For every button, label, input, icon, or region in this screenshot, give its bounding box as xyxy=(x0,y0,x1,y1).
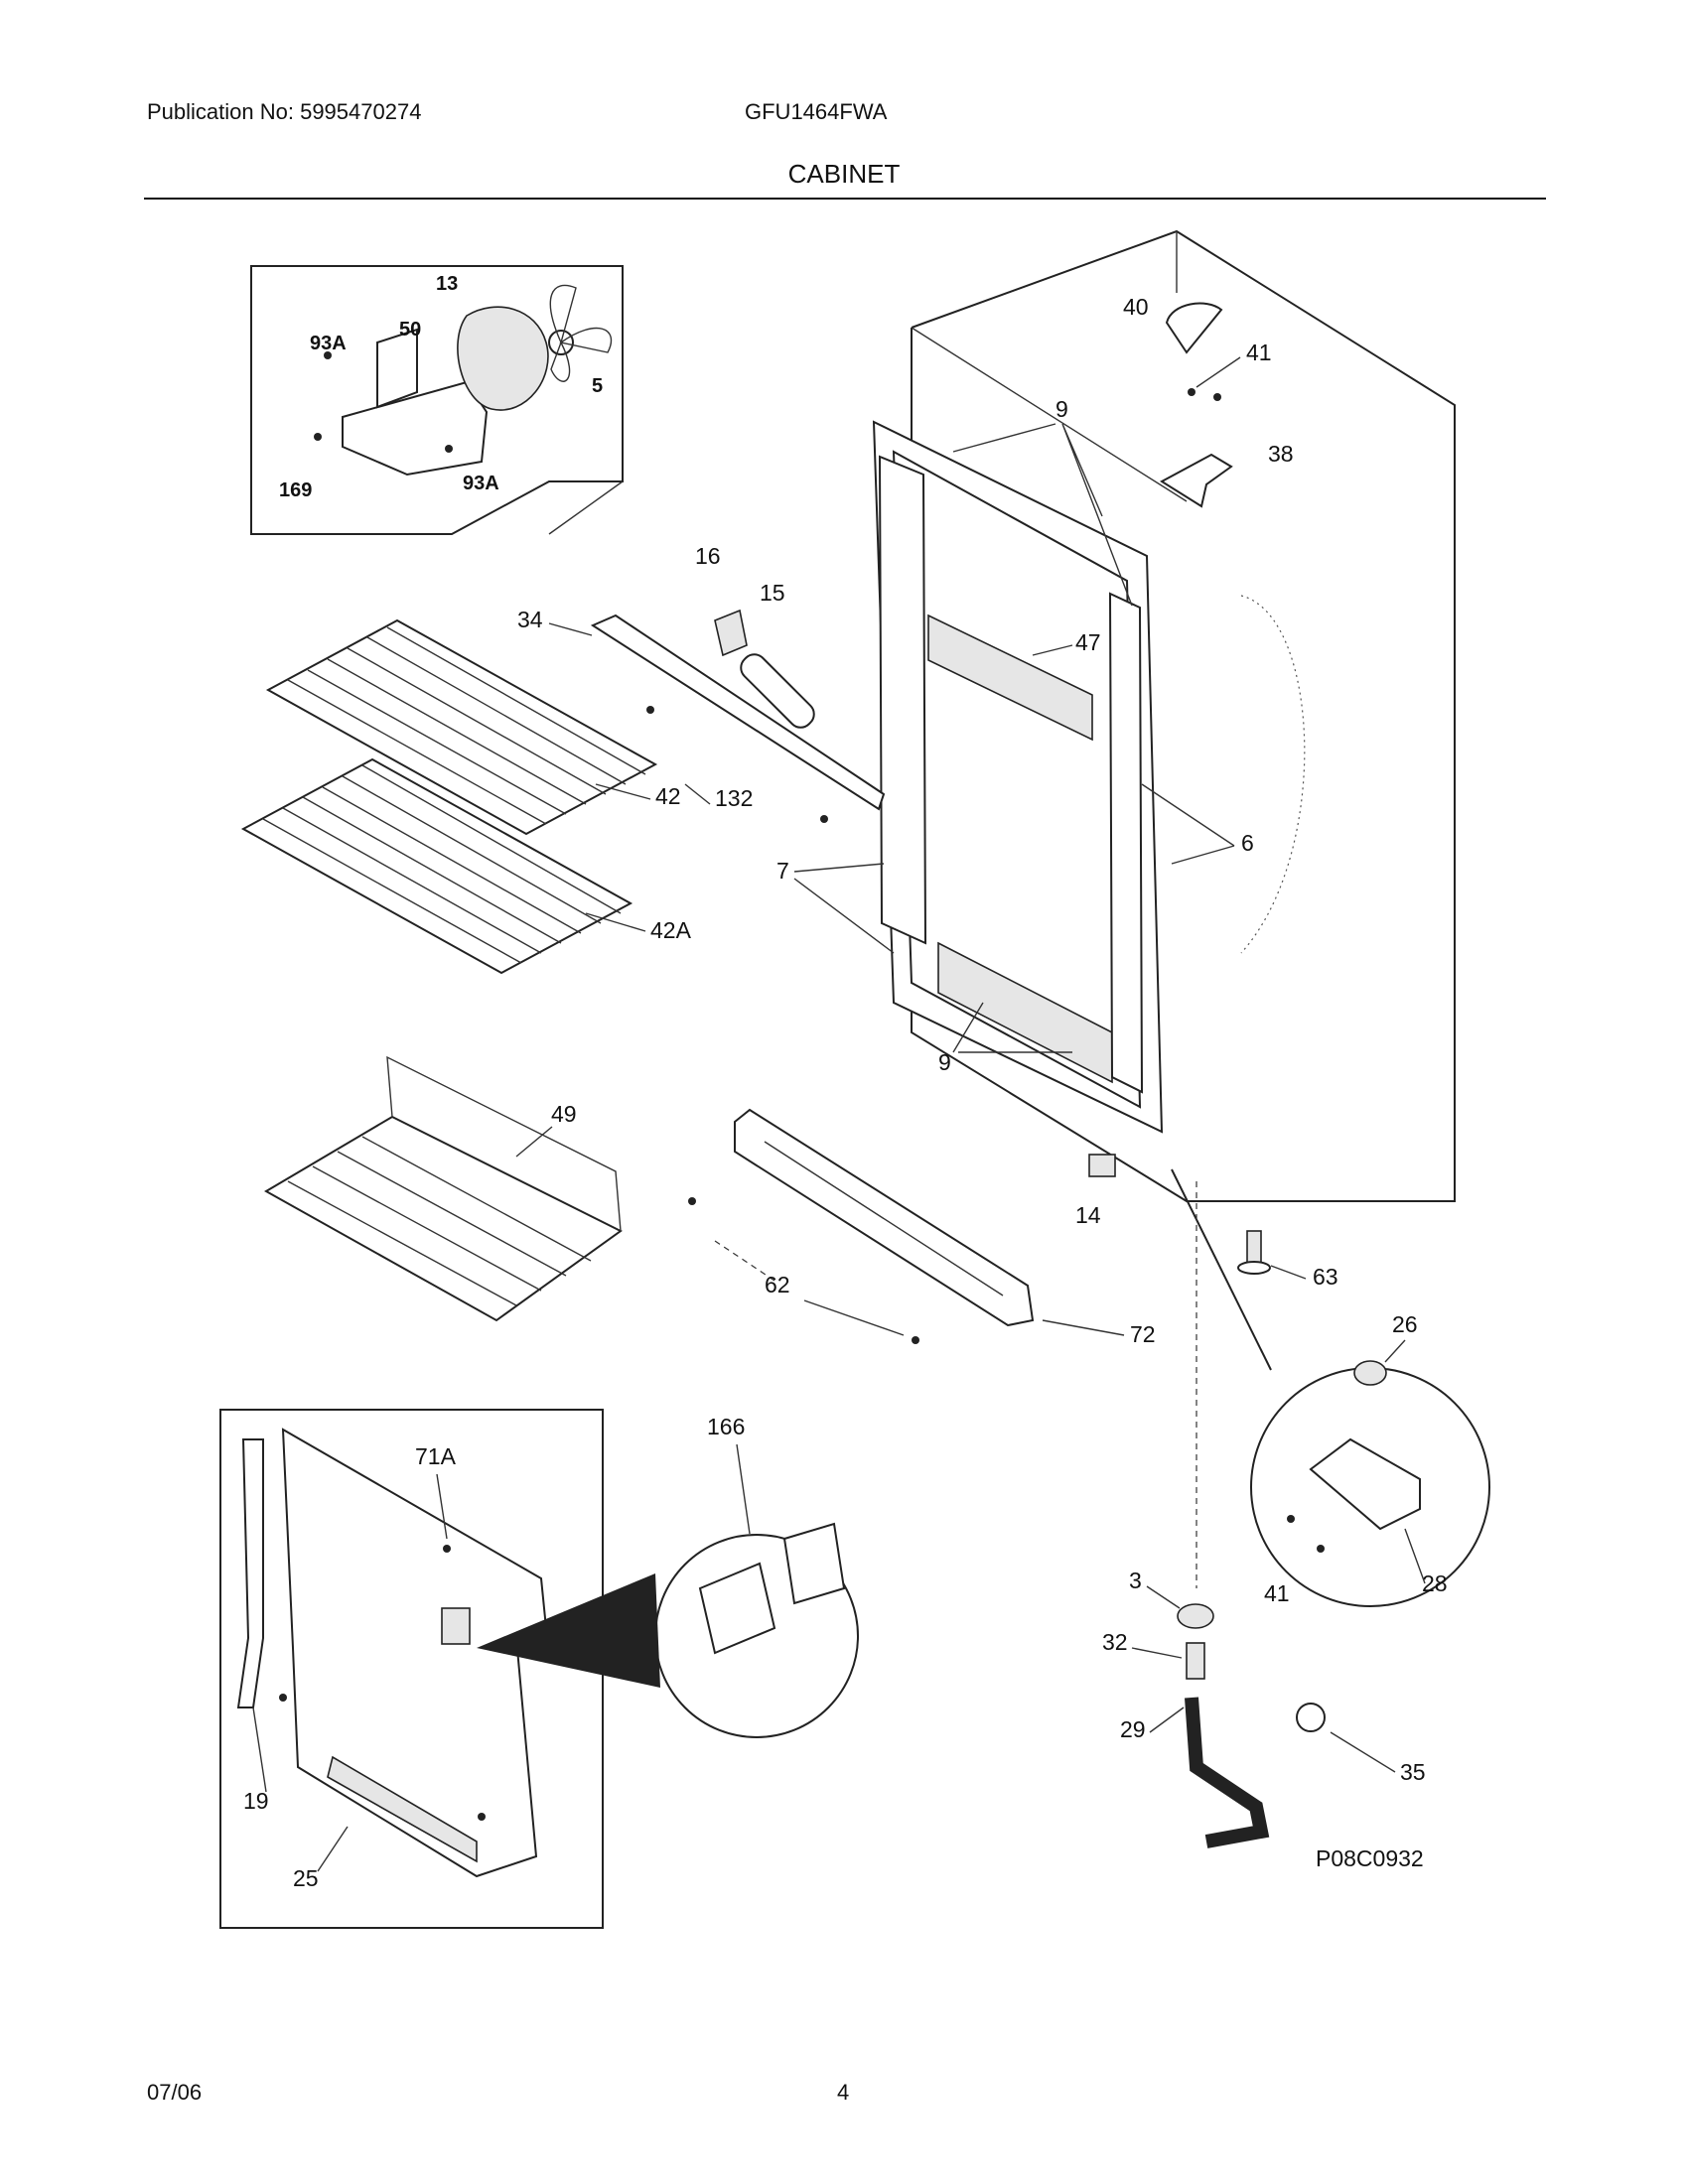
callout-26: 26 xyxy=(1392,1311,1418,1337)
screw-icon xyxy=(1188,388,1196,396)
callout-166: 166 xyxy=(707,1414,745,1439)
callout-93a-bottom: 93A xyxy=(463,473,499,494)
cabinet-body xyxy=(872,229,1456,1202)
screw-icon xyxy=(445,445,453,453)
screw-icon xyxy=(1317,1545,1325,1553)
callout-14: 14 xyxy=(1075,1202,1101,1228)
callout-41-top: 41 xyxy=(1246,340,1272,365)
section-title: CABINET xyxy=(787,159,901,189)
tube-clip-35: 35 xyxy=(1296,1703,1426,1785)
screw-icon xyxy=(688,1197,696,1205)
callout-7: 7 xyxy=(776,858,789,884)
screw-icon xyxy=(478,1813,486,1821)
callout-62: 62 xyxy=(765,1272,790,1297)
callout-132: 132 xyxy=(715,785,753,811)
callout-13: 13 xyxy=(436,273,458,295)
thermostat-bracket: 16 15 34 132 xyxy=(517,543,886,823)
footer-date: 07/06 xyxy=(147,2080,203,2105)
screw-icon xyxy=(279,1694,287,1702)
callout-71a: 71A xyxy=(415,1443,457,1469)
wire-shelf-42a: 42A xyxy=(240,757,692,975)
model-number: GFU1464FWA xyxy=(745,99,888,124)
callout-49: 49 xyxy=(551,1101,577,1127)
control-box-detail: 166 xyxy=(477,1414,859,1738)
page-number: 4 xyxy=(837,2080,850,2105)
callout-32: 32 xyxy=(1102,1629,1128,1655)
callout-40: 40 xyxy=(1123,294,1149,320)
drawing-code: P08C0932 xyxy=(1316,1845,1424,1871)
screw-icon xyxy=(1213,393,1221,401)
screw-icon xyxy=(324,351,332,359)
callout-63: 63 xyxy=(1313,1264,1338,1290)
toe-grille-72: 62 72 xyxy=(688,1108,1156,1347)
callout-6: 6 xyxy=(1241,830,1254,856)
callout-169: 169 xyxy=(279,479,312,501)
fan-motor-inset: 13 50 93A 5 169 93A xyxy=(250,265,624,535)
wire-shelf-42: 42 xyxy=(265,618,681,836)
callout-19: 19 xyxy=(243,1788,269,1814)
screw-icon xyxy=(646,706,654,714)
callout-42: 42 xyxy=(655,783,681,809)
drain-tube-assembly: 3 32 29 xyxy=(1102,1181,1270,1848)
screw-icon xyxy=(1287,1515,1295,1523)
callout-34: 34 xyxy=(517,607,543,632)
callout-50: 50 xyxy=(399,319,421,341)
publication-number: Publication No: 5995470274 xyxy=(147,99,422,124)
callout-9-top: 9 xyxy=(1055,396,1068,422)
screw-icon xyxy=(443,1545,451,1553)
callout-16: 16 xyxy=(695,543,721,569)
callout-5: 5 xyxy=(592,375,603,397)
screw-icon xyxy=(820,815,828,823)
callout-25: 25 xyxy=(293,1865,319,1891)
screw-icon xyxy=(912,1336,919,1344)
callout-28: 28 xyxy=(1422,1570,1448,1596)
callout-15: 15 xyxy=(760,580,785,606)
callout-42a: 42A xyxy=(650,917,692,943)
callout-35: 35 xyxy=(1400,1759,1426,1785)
top-hinge: 40 41 38 xyxy=(1123,294,1294,508)
callout-29: 29 xyxy=(1120,1716,1146,1742)
leveling-leg-63: 63 xyxy=(1237,1230,1338,1290)
callout-93a-top: 93A xyxy=(310,333,347,354)
wire-basket-49: 49 xyxy=(263,1055,623,1322)
callout-3: 3 xyxy=(1129,1568,1142,1593)
screw-icon xyxy=(314,433,322,441)
rear-panel-inset: 71A 19 25 xyxy=(219,1409,604,1929)
callout-9-bottom: 9 xyxy=(938,1049,951,1075)
callout-41-bottom: 41 xyxy=(1264,1580,1290,1606)
bottom-hinge-detail: 26 41 28 xyxy=(1171,1168,1490,1607)
header-rule xyxy=(144,198,1546,200)
callout-72: 72 xyxy=(1130,1321,1156,1347)
door-switch-14: 14 xyxy=(1075,1154,1116,1228)
callout-38: 38 xyxy=(1268,441,1294,467)
callout-47: 47 xyxy=(1075,629,1101,655)
